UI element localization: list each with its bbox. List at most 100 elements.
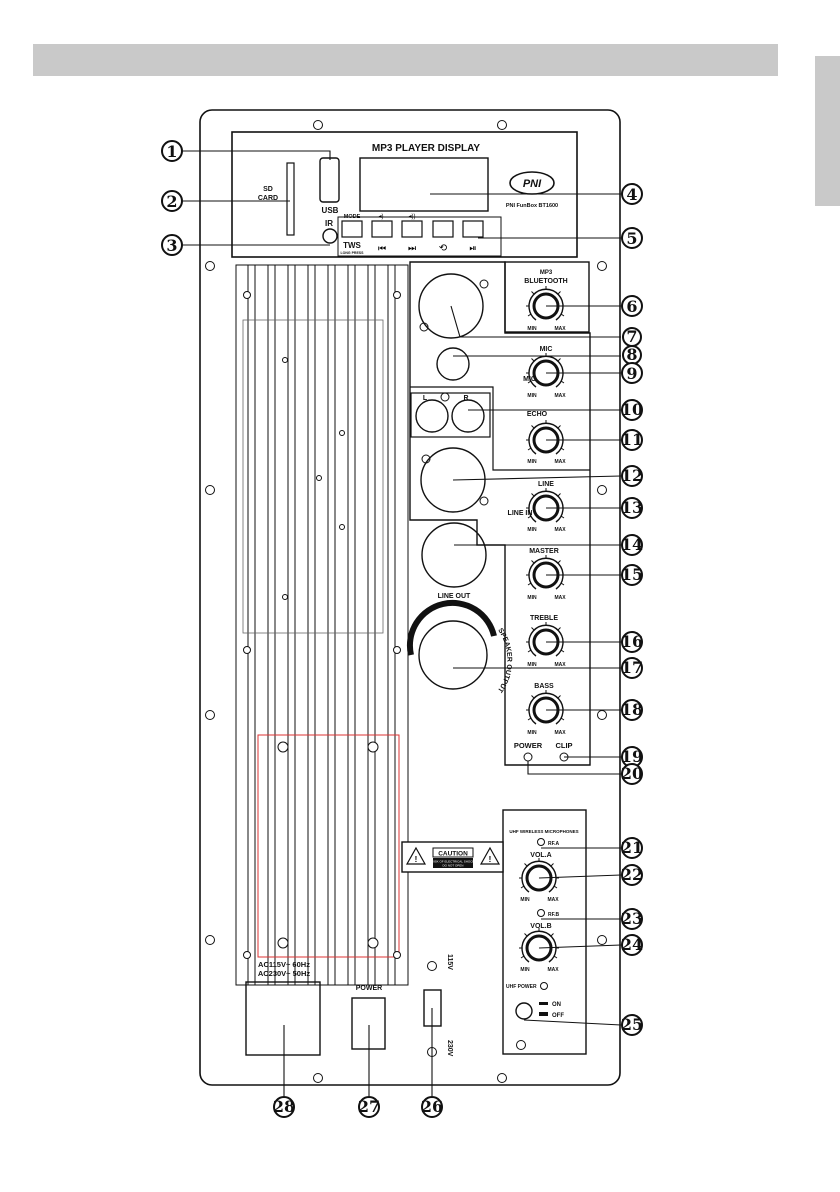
master-knob[interactable] <box>524 553 568 591</box>
speaker-output-label: SPEAKER OUTPUT <box>495 627 512 694</box>
rca-box <box>410 392 491 438</box>
mic-max-label: MAX <box>554 393 566 399</box>
ac230-label: AC230V~ 50Hz <box>258 969 311 978</box>
echo-min-label: MIN <box>527 459 537 465</box>
callout-10: 10 <box>621 399 643 421</box>
rfb-label: RF.B <box>548 912 560 918</box>
long-press-label: LONG PRESS <box>341 251 365 255</box>
display-title: MP3 PLAYER DISPLAY <box>372 143 481 154</box>
tws-label: TWS <box>343 241 361 250</box>
prev-button[interactable] <box>371 220 393 238</box>
master-max-label: MAX <box>554 595 566 601</box>
bass-min-label: MIN <box>527 730 537 736</box>
mic-xlr-pin <box>419 322 429 332</box>
volb-min-label: MIN <box>520 967 530 973</box>
callout-3: 3 <box>161 234 183 256</box>
svg-text:21: 21 <box>621 838 643 857</box>
repeat-button[interactable] <box>432 220 454 238</box>
callout-21: 21 <box>621 837 643 859</box>
line-knob[interactable] <box>524 486 568 524</box>
sd-card-slot[interactable] <box>286 162 295 236</box>
vola-knob[interactable] <box>517 856 561 894</box>
vola-min-label: MIN <box>520 897 530 903</box>
line-out-jack[interactable] <box>421 522 487 588</box>
usb-port[interactable] <box>319 157 340 203</box>
uhf-module <box>502 809 587 1055</box>
volb-knob[interactable] <box>517 926 561 964</box>
mic-xlr-jack[interactable] <box>418 273 484 339</box>
callout-20: 20 <box>621 763 643 785</box>
line-label: LINE <box>538 481 554 488</box>
svg-text:15: 15 <box>621 565 643 584</box>
speaker-output-arc <box>406 599 497 656</box>
uhf-power-switch[interactable] <box>515 1002 533 1020</box>
mode-button[interactable] <box>341 220 363 238</box>
treble-max-label: MAX <box>554 662 566 668</box>
uhf-power-led <box>540 982 548 990</box>
ac-input-socket[interactable] <box>245 981 321 1056</box>
svg-text:6: 6 <box>626 297 637 316</box>
play-pause-button[interactable] <box>462 220 484 238</box>
callout-16: 16 <box>621 631 643 653</box>
svg-text:8: 8 <box>626 345 637 364</box>
svg-text:27: 27 <box>358 1097 380 1116</box>
mic-volume-knob[interactable] <box>524 351 568 389</box>
on-symbol <box>539 1002 548 1005</box>
rca-left-label: L <box>423 395 428 402</box>
echo-max-label: MAX <box>554 459 566 465</box>
previous-track-icon: ⏮ <box>378 243 386 253</box>
bass-max-label: MAX <box>554 730 566 736</box>
panel-outline <box>199 109 621 1086</box>
callout-2: 2 <box>161 190 183 212</box>
volb-label: VOL.B <box>530 923 551 930</box>
echo-label: ECHO <box>527 411 548 418</box>
callout-13: 13 <box>621 497 643 519</box>
sd-label-line1: SD <box>263 186 273 193</box>
bluetooth-box <box>504 261 590 333</box>
master-label: MASTER <box>529 548 559 555</box>
treble-min-label: MIN <box>527 662 537 668</box>
treble-label: TREBLE <box>530 615 558 622</box>
callout-9: 9 <box>621 362 643 384</box>
callout-22: 22 <box>621 864 643 886</box>
caution-title: CAUTION <box>438 851 468 858</box>
mic-jack-small[interactable] <box>436 347 470 381</box>
rca-right-jack[interactable] <box>451 399 485 433</box>
warning-icon <box>479 846 501 865</box>
power-led-label: POWER <box>514 741 543 750</box>
speaker-output-jack[interactable] <box>418 620 488 690</box>
svg-text:11: 11 <box>621 430 643 449</box>
rfa-led <box>537 838 545 846</box>
bass-knob[interactable] <box>524 688 568 726</box>
volume-down-icon: ◂) <box>378 214 383 220</box>
bluetooth-volume-knob[interactable] <box>524 284 568 322</box>
bluetooth-max-label: MAX <box>554 326 566 332</box>
svg-text:22: 22 <box>621 865 643 884</box>
svg-text:25: 25 <box>621 1015 643 1034</box>
treble-knob[interactable] <box>524 620 568 658</box>
line-in-pin <box>421 454 431 464</box>
svg-text:20: 20 <box>621 764 643 783</box>
rca-left-jack[interactable] <box>415 399 449 433</box>
button-strip <box>337 216 502 257</box>
callout-8: 8 <box>622 345 642 365</box>
svg-text:12: 12 <box>621 466 643 485</box>
echo-knob[interactable] <box>524 418 568 456</box>
svg-text:28: 28 <box>273 1097 295 1116</box>
svg-text:18: 18 <box>621 700 643 719</box>
svg-text:13: 13 <box>621 498 643 517</box>
line-in-pin <box>479 496 489 506</box>
line-in-jack[interactable] <box>420 447 486 513</box>
svg-text:2: 2 <box>166 192 177 211</box>
mic-min-label: MIN <box>527 393 537 399</box>
callout-15: 15 <box>621 564 643 586</box>
leader-lines <box>182 150 622 1096</box>
next-button[interactable] <box>401 220 423 238</box>
svg-text:10: 10 <box>621 400 643 419</box>
callout-4: 4 <box>621 183 643 205</box>
svg-text:7: 7 <box>626 327 637 346</box>
mp3-label: MP3 <box>540 270 553 276</box>
callout-28: 28 <box>273 1096 295 1118</box>
ir-sensor <box>322 228 338 244</box>
line-min-label: MIN <box>527 527 537 533</box>
